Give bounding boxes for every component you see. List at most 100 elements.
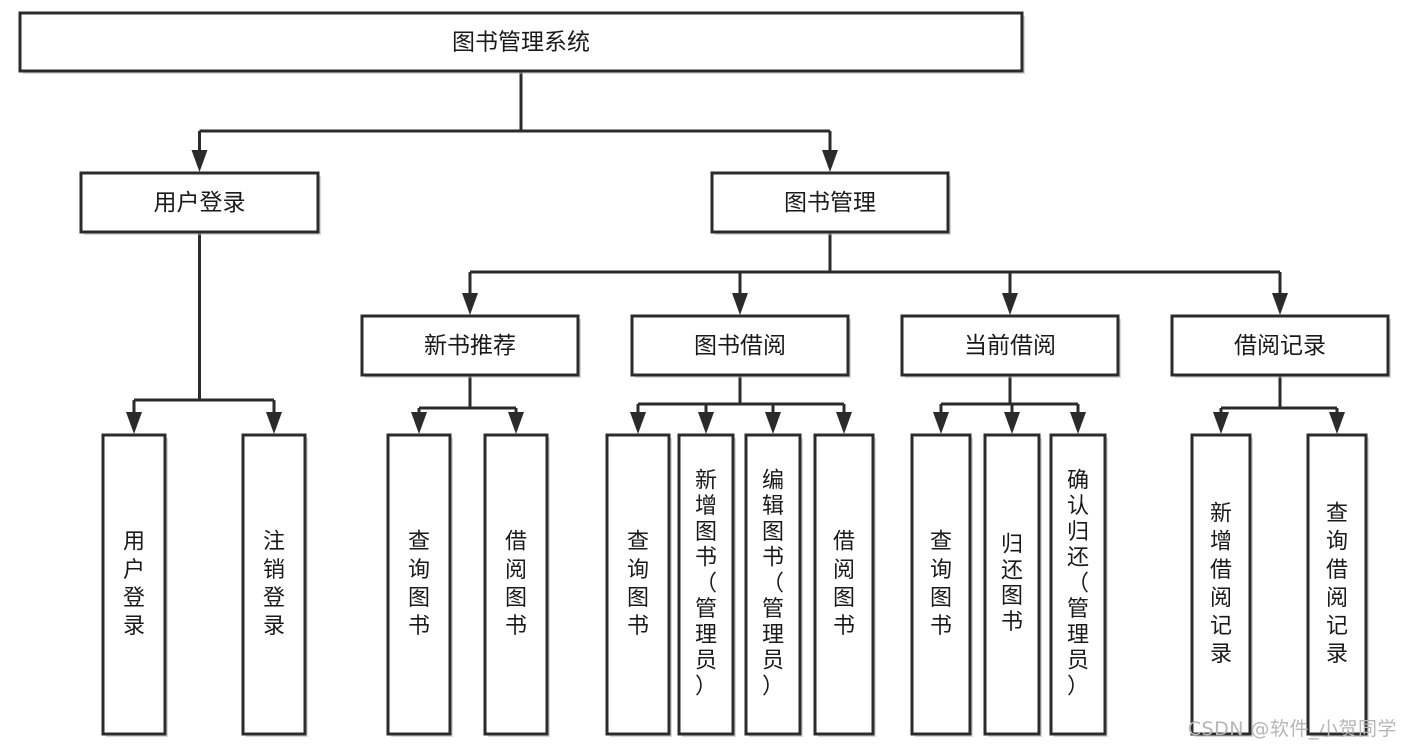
csdn-watermark: CSDN @软件_小贺同学 [1187, 718, 1397, 740]
node-label-char: ） [762, 674, 784, 699]
node-label: 用户登录 [154, 190, 246, 216]
node-label-char: （ [695, 571, 717, 596]
node-当前借阅[interactable]: 当前借阅 [900, 314, 1121, 378]
node-label-char: 书 [408, 614, 430, 639]
node-label-char: 书 [1001, 610, 1023, 635]
node-label-char: 图 [762, 520, 784, 545]
node-label-char: 书 [627, 614, 649, 639]
node-label-char: 归 [1001, 533, 1023, 558]
node-box[interactable] [710, 171, 950, 234]
node-label-char: 书 [762, 546, 784, 571]
node-label-char: 图 [627, 586, 649, 611]
node-label-char: 图 [408, 586, 430, 611]
node-label-char: 管 [695, 597, 717, 622]
node-label-char: 询 [408, 558, 430, 583]
node-label-char: 借 [1210, 558, 1232, 583]
node-label: 图书管理 [784, 190, 876, 216]
node-图书管理[interactable]: 图书管理 [710, 171, 951, 235]
node-图书借阅[interactable]: 图书借阅 [630, 314, 851, 378]
diagram-nodes: 图书管理系统用户登录图书管理新书推荐图书借阅当前借阅借阅记录用户登录注销登录查询… [18, 11, 1391, 737]
node-box[interactable] [605, 433, 671, 736]
node-label-char: （ [762, 571, 784, 596]
node-label-char: 记 [1326, 614, 1348, 639]
node-box[interactable] [18, 11, 1024, 73]
node-box[interactable] [1049, 433, 1107, 736]
node-label-char: 借 [833, 530, 855, 555]
node-box[interactable] [910, 433, 972, 736]
node-box[interactable] [630, 314, 850, 377]
node-label-char: 管 [1067, 597, 1089, 622]
node-label-char: 借 [505, 530, 527, 555]
node-label-char: 还 [1067, 546, 1089, 571]
node-label-char: 确 [1067, 468, 1089, 493]
node-label-char: 员 [1067, 649, 1089, 674]
node-box[interactable] [241, 433, 307, 736]
node-label-char: 询 [627, 558, 649, 583]
node-label: 图书管理系统 [452, 30, 590, 56]
node-box[interactable] [386, 433, 452, 736]
node-label-char: 询 [1326, 530, 1348, 555]
node-图书管理系统[interactable]: 图书管理系统 [18, 11, 1025, 74]
node-box[interactable] [1170, 314, 1390, 377]
node-box[interactable] [101, 433, 167, 736]
node-label-char: 查 [627, 530, 649, 555]
node-box[interactable] [1306, 433, 1368, 736]
node-label-char: 阅 [1326, 586, 1348, 611]
node-label-char: 注 [263, 530, 285, 555]
node-label-char: 图 [930, 586, 952, 611]
node-label-char: 还 [1001, 558, 1023, 583]
node-label-char: 图 [695, 520, 717, 545]
node-label-char: 员 [695, 649, 717, 674]
node-label-char: 图 [505, 586, 527, 611]
node-label-char: ） [695, 674, 717, 699]
node-label-char: 录 [263, 614, 285, 639]
node-label-char: 记 [1210, 614, 1232, 639]
node-label: 当前借阅 [964, 333, 1056, 359]
node-box[interactable] [983, 433, 1041, 736]
node-label-char: （ [1067, 571, 1089, 596]
node-label-char: 登 [123, 586, 145, 611]
node-label-char: 图 [1001, 584, 1023, 609]
node-label: 新书推荐 [424, 333, 516, 359]
node-label-char: 用 [123, 530, 145, 555]
node-box[interactable] [1190, 433, 1252, 736]
node-label-char: 询 [930, 558, 952, 583]
node-用户登录[interactable]: 用户登录 [79, 171, 321, 235]
node-借阅记录[interactable]: 借阅记录 [1170, 314, 1391, 378]
node-box[interactable] [744, 433, 802, 736]
node-label-char: 书 [930, 614, 952, 639]
node-label-char: 书 [833, 614, 855, 639]
node-label-char: 阅 [833, 558, 855, 583]
node-box[interactable] [360, 314, 580, 377]
node-label-char: 销 [263, 558, 285, 583]
node-label-char: 查 [1326, 502, 1348, 527]
node-label: 借阅记录 [1234, 333, 1326, 359]
node-box[interactable] [900, 314, 1120, 377]
node-label-char: 阅 [505, 558, 527, 583]
node-box[interactable] [813, 433, 875, 736]
node-新书推荐[interactable]: 新书推荐 [360, 314, 581, 378]
node-label-char: 书 [505, 614, 527, 639]
node-box[interactable] [677, 433, 735, 736]
node-label-char: 编 [762, 468, 784, 493]
node-label-char: 录 [123, 614, 145, 639]
node-label-char: 借 [1326, 558, 1348, 583]
node-label-char: 理 [762, 623, 784, 648]
node-box[interactable] [483, 433, 549, 736]
node-label-char: 管 [762, 597, 784, 622]
node-box[interactable] [79, 171, 320, 234]
node-用户登录[interactable]: 用户登录 [101, 433, 168, 737]
